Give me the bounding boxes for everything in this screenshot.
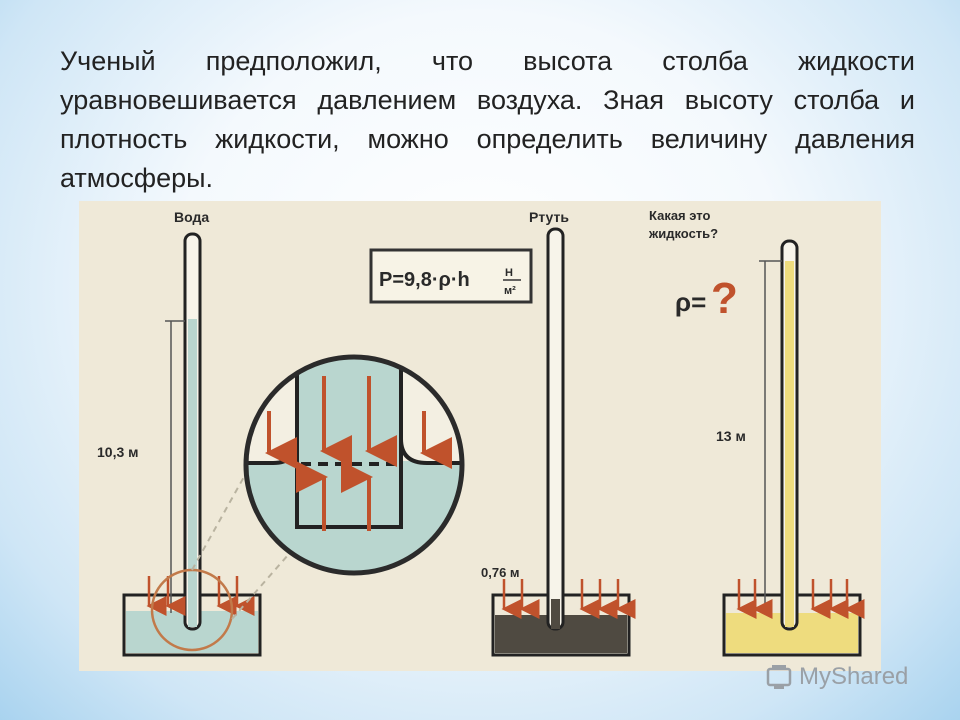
mercury-height-label: 0,76 м xyxy=(481,565,520,580)
water-height-label: 10,3 м xyxy=(97,444,139,460)
formula-text: P=9,8·ρ·h xyxy=(379,269,470,291)
water-setup xyxy=(122,232,310,657)
watermark-text: MyShared xyxy=(799,663,909,690)
slide-text: Ученый предположил, что высота столба жи… xyxy=(60,46,915,193)
mercury-tube xyxy=(546,227,565,631)
zoom-detail xyxy=(243,354,465,576)
question-mark: ? xyxy=(711,274,738,323)
mercury-setup xyxy=(491,227,636,657)
water-label: Вода xyxy=(174,209,209,225)
unknown-setup xyxy=(722,239,865,657)
unknown-column xyxy=(785,261,794,627)
unknown-height-label: 13 м xyxy=(716,428,746,444)
unknown-label-line2: жидкость? xyxy=(648,226,718,241)
unknown-pressure-arrows xyxy=(736,579,865,619)
myshared-logo-icon xyxy=(766,665,792,689)
mercury-column xyxy=(551,599,560,629)
mercury-label: Ртуть xyxy=(529,209,569,225)
watermark: MyShared xyxy=(765,660,908,694)
unknown-label-line1: Какая это xyxy=(649,208,710,223)
formula-unit-numerator: Н xyxy=(505,267,513,279)
formula-box: P=9,8·ρ·h Н м² xyxy=(369,248,533,304)
rho-label: ρ= xyxy=(675,287,706,317)
barometer-diagram: Вода 10,3 м P=9,8·ρ·h Н м² xyxy=(79,201,881,671)
water-column xyxy=(188,319,197,627)
formula-unit-denominator: м² xyxy=(504,285,516,297)
mercury-pressure-arrows xyxy=(501,579,636,619)
